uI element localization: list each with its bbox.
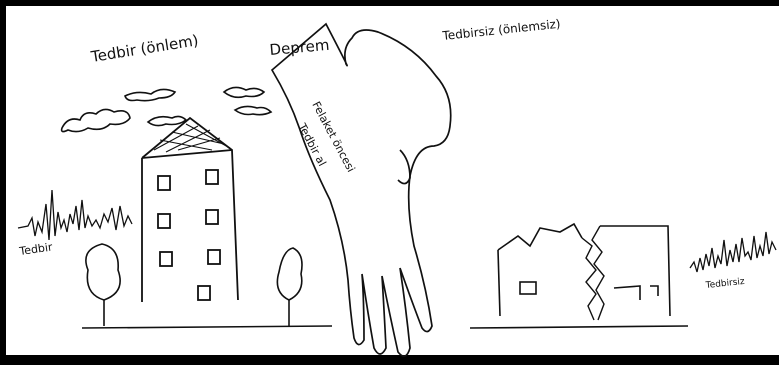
cloud-icon bbox=[224, 87, 271, 114]
seismo-left-label: Tedbir bbox=[18, 240, 54, 258]
hand-icon bbox=[272, 24, 451, 356]
cloud-icon bbox=[62, 109, 130, 131]
seismo-right-label: Tedbirsiz bbox=[704, 277, 745, 291]
tree-icon bbox=[277, 248, 302, 326]
label-tedbir-onlem: Tedbir (önlem) bbox=[89, 31, 200, 66]
building bbox=[142, 118, 238, 302]
seismograph-right bbox=[690, 232, 776, 272]
ground-line bbox=[470, 326, 688, 328]
label-tedbirsiz: Tedbirsiz (önlemsiz) bbox=[441, 17, 561, 43]
cloud-icon bbox=[148, 116, 186, 125]
cracked-house bbox=[498, 224, 670, 320]
cloud-icon bbox=[125, 89, 175, 100]
ground-line bbox=[82, 326, 332, 328]
tree-icon bbox=[86, 244, 120, 326]
seismograph-left bbox=[18, 190, 132, 240]
